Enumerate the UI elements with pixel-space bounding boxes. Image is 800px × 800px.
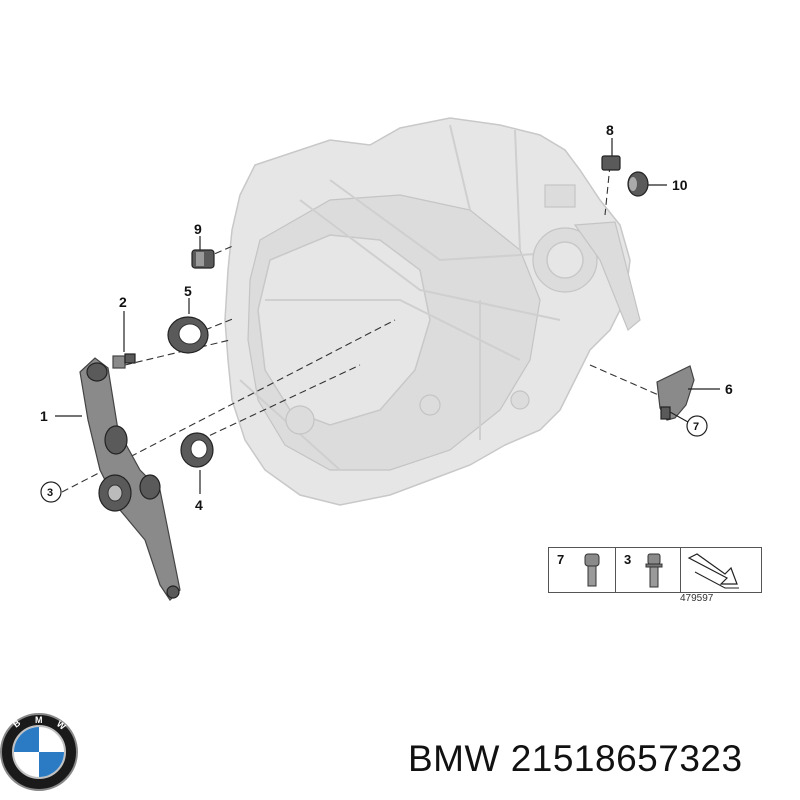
callouts: 1 2 3 4 5 6 7 8 9 10 xyxy=(40,122,733,513)
leader-lines xyxy=(55,138,720,494)
legend-ref-code: 479597 xyxy=(680,593,714,604)
callout-3-circle xyxy=(40,481,62,503)
callout-7-circle xyxy=(686,415,708,437)
callout-4: 4 xyxy=(195,497,203,513)
legend-num-7: 7 xyxy=(557,552,565,567)
fastener-legend: 7 3 xyxy=(548,547,762,593)
bolt-icon-7 xyxy=(584,553,600,587)
callout-7: 7 xyxy=(693,421,699,433)
direction-arrow-icon xyxy=(687,553,739,589)
release-lever xyxy=(79,357,181,601)
plug-part-9 xyxy=(191,249,215,269)
bolt-icon-3 xyxy=(645,553,663,588)
callout-10: 10 xyxy=(672,177,688,193)
callout-5: 5 xyxy=(184,283,192,299)
logo-letter-m: M xyxy=(35,715,43,725)
callout-8: 8 xyxy=(606,122,614,138)
legend-num-3: 3 xyxy=(624,552,632,567)
logo-letter-b: B xyxy=(11,717,23,729)
bolt-part-2 xyxy=(112,353,136,369)
legend-cell-arrow xyxy=(681,548,761,592)
shaft-seal-5 xyxy=(167,316,209,354)
callout-3: 3 xyxy=(47,487,53,499)
assembly-lines xyxy=(61,164,671,493)
legend-cell-3: 3 xyxy=(616,548,681,592)
callout-1: 1 xyxy=(40,408,48,424)
legend-cell-7: 7 xyxy=(549,548,616,592)
bracket-part-6 xyxy=(656,365,695,421)
cap-part-8 xyxy=(601,155,621,171)
bmw-logo: B M W xyxy=(0,713,78,791)
part-number-label: BMW 21518657323 xyxy=(408,738,743,779)
callout-6: 6 xyxy=(725,381,733,397)
transmission-housing xyxy=(224,117,641,506)
shaft-seal-4 xyxy=(180,432,214,468)
callout-9: 9 xyxy=(194,221,202,237)
callout-2: 2 xyxy=(119,294,127,310)
seal-part-10 xyxy=(627,171,649,197)
